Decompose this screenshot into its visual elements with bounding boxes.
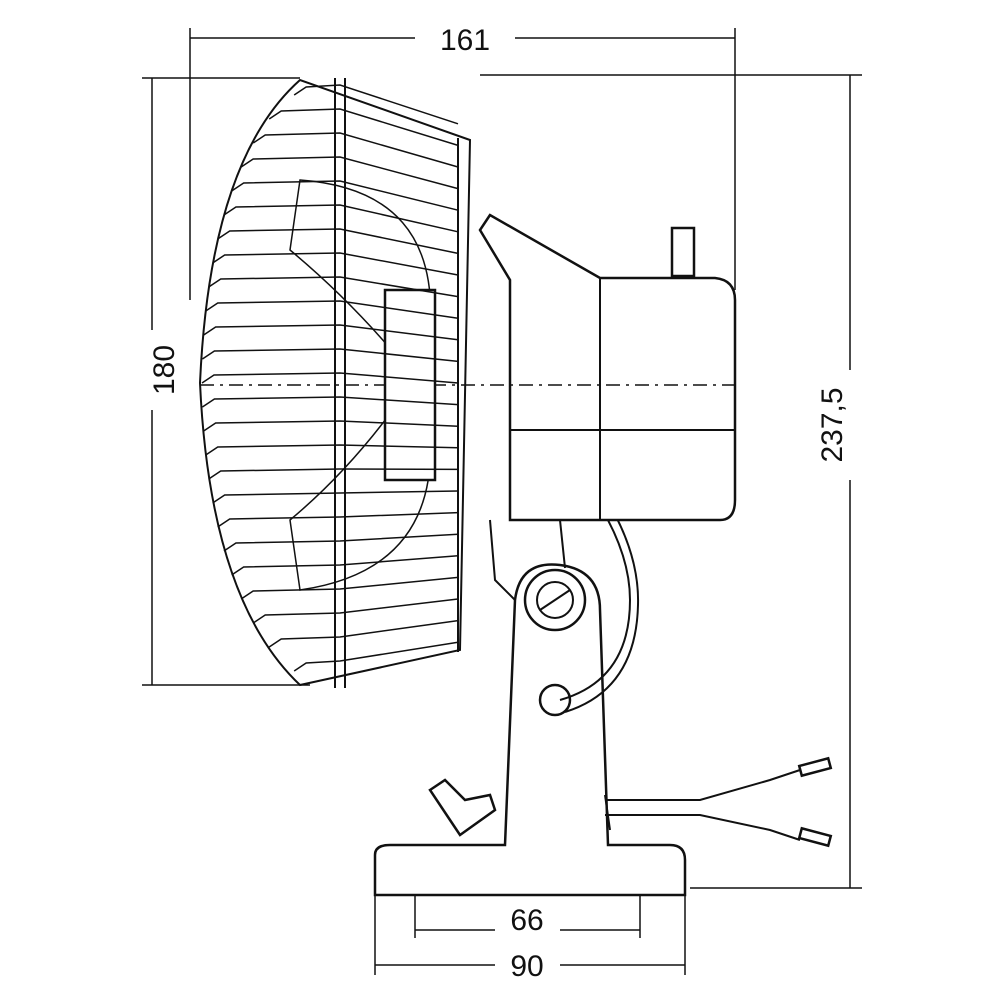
cage-rib (268, 619, 459, 648)
cage-rib (240, 576, 459, 600)
cage-rib (231, 180, 459, 211)
fan-guard-cage (198, 78, 472, 688)
cage-rib (223, 533, 459, 552)
cage-rib (217, 228, 459, 255)
cage-rib (252, 132, 459, 168)
clamp-screw (428, 778, 497, 837)
cage-rib (231, 555, 459, 576)
cage-rib (252, 598, 459, 624)
oscillation-knob (670, 226, 696, 278)
stand (373, 451, 687, 897)
dimension-label-161: 161 (440, 24, 490, 57)
dimension-90: 90 (374, 895, 686, 983)
cage-rib (293, 84, 459, 125)
cage-rib (208, 276, 459, 298)
cage-rib (205, 300, 459, 319)
cage-rib (201, 348, 459, 363)
dimension-180: 180 (142, 77, 310, 686)
motor-housing (200, 213, 737, 522)
cage-rib (203, 324, 459, 341)
cage-rib (203, 420, 459, 432)
cage-rib (208, 468, 459, 480)
cage-rib (223, 204, 459, 233)
cage-rib (268, 108, 459, 147)
dimension-label-90: 90 (510, 950, 543, 983)
dimension-161: 161 (189, 24, 736, 300)
motor-hub (383, 288, 437, 482)
cage-rib (212, 252, 459, 276)
dimension-237-5: 237,5 (480, 74, 862, 889)
dimension-label-180: 180 (148, 345, 181, 395)
cage-rib (212, 490, 459, 504)
cage-rib (205, 444, 459, 456)
cage-rib (201, 372, 459, 384)
cage-rib (293, 641, 459, 672)
cage-rib (240, 156, 459, 190)
dimension-label-237-5: 237,5 (816, 387, 849, 462)
cage-rib (217, 511, 459, 528)
cage-rib (201, 396, 459, 408)
dimension-label-66: 66 (510, 904, 543, 937)
cable-grommet (538, 683, 572, 717)
